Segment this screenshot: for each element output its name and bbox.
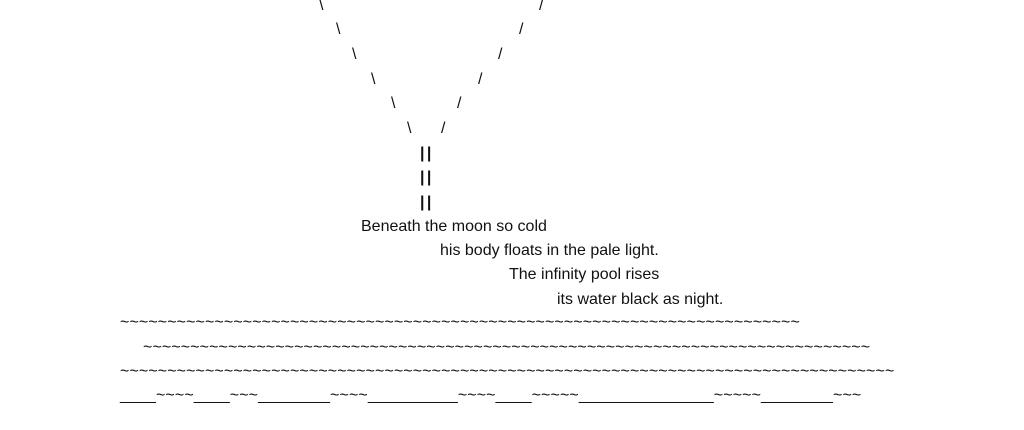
left-stroke: \: [352, 46, 357, 63]
poem-line: Beneath the moon so cold: [361, 218, 547, 235]
water-row: ~~~~~~~~~~~~~~~~~~~~~~~~~~~~~~~~~~~~~~~~…: [120, 363, 895, 380]
right-stroke: /: [539, 0, 544, 14]
right-stroke: /: [457, 95, 462, 112]
right-stroke: /: [478, 71, 483, 88]
poem-line: its water black as night.: [557, 291, 724, 308]
right-stroke: /: [498, 46, 503, 63]
water-row: ~~~~~~~~~~~~~~~~~~~~~~~~~~~~~~~~~~~~~~~~…: [120, 314, 800, 331]
poem-line: his body floats in the pale light.: [440, 242, 659, 259]
left-stroke: \: [371, 71, 376, 88]
poem-line: The infinity pool rises: [509, 266, 660, 283]
right-stroke: /: [519, 21, 524, 38]
left-stroke: \: [336, 21, 341, 38]
stem: | |: [420, 169, 431, 186]
left-stroke: \: [407, 120, 412, 137]
water-row: ____~~~~____~~~________~~~~__________~~~…: [120, 387, 862, 404]
stem: | |: [420, 194, 431, 211]
left-stroke: \: [319, 0, 324, 14]
right-stroke: /: [441, 120, 446, 137]
stem: | |: [420, 145, 431, 162]
left-stroke: \: [391, 95, 396, 112]
water-row: ~~~~~~~~~~~~~~~~~~~~~~~~~~~~~~~~~~~~~~~~…: [143, 339, 871, 356]
